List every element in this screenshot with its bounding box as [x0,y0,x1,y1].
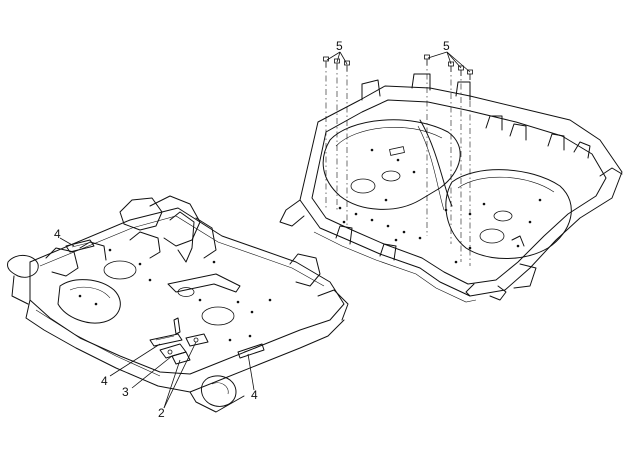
fastener-bolts [323,54,473,80]
callout-leaders [59,51,471,409]
callout-3: 3 [122,385,129,399]
callout-4-bottom-left: 4 [101,374,108,388]
callout-5-left: 5 [336,39,343,53]
frame-bolt-holes [78,248,272,342]
bolt-icon [334,58,340,69]
callout-5-right: 5 [443,39,450,53]
bolt-icon [344,60,350,71]
callout-4-bottom-right: 4 [251,388,258,402]
decal-right [237,343,265,359]
bolt-icon [323,56,329,67]
bolt-icon [448,61,454,72]
decal-front [149,333,183,347]
decal-top [65,239,95,253]
callout-2: 2 [158,406,165,420]
deck-bolt-holes [338,148,542,264]
bolt-icon [424,54,430,65]
deck-frame-assembly [7,195,349,413]
callout-4-top: 4 [54,227,61,241]
adjustment-hardware [159,317,209,365]
fastener-centerlines [325,60,471,266]
